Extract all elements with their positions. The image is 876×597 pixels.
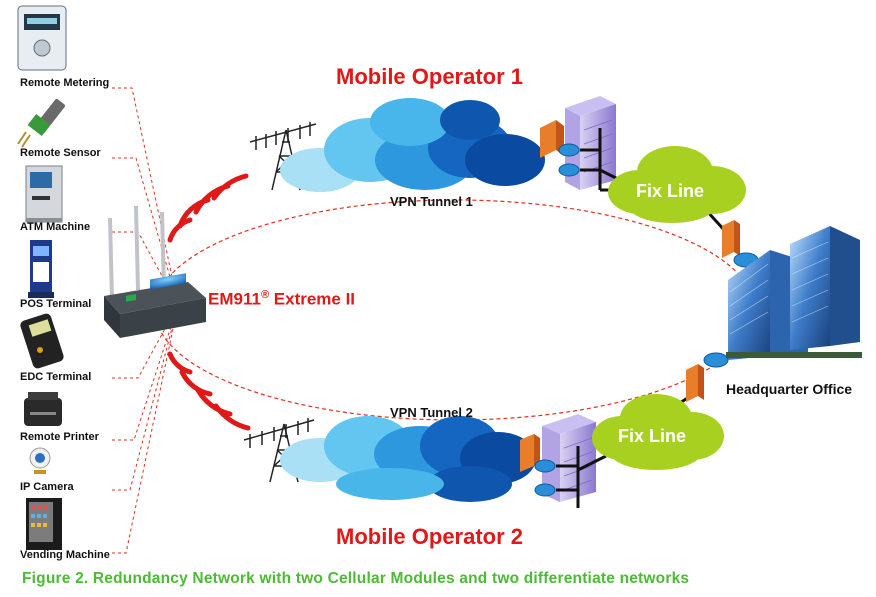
fixline-top-label: Fix Line (636, 181, 705, 201)
figure-caption: Figure 2. Redundancy Network with two Ce… (22, 570, 690, 587)
device-label-pos-terminal: POS Terminal (20, 298, 92, 310)
device-label-edc-terminal: EDC Terminal (20, 371, 92, 383)
router-model-suffix: Extreme II (269, 289, 356, 309)
fixline-bottom-label: Fix Line (618, 426, 687, 446)
headquarter-label: Headquarter Office (726, 381, 853, 397)
router-model-base: EM911 (208, 289, 261, 309)
ip-camera-icon (29, 447, 51, 474)
signal-arcs-bottom (167, 351, 251, 431)
fixline-cloud-bottom (592, 394, 724, 470)
pos-terminal-icon (28, 240, 54, 298)
router-switch-bottom-icon (534, 459, 556, 497)
firewall-hq-bottom-icon (686, 364, 704, 402)
vpn-tunnel-2-label: VPN Tunnel 2 (390, 405, 473, 420)
atm-icon (25, 165, 63, 223)
signal-arcs-top (167, 173, 249, 243)
device-label-remote-sensor: Remote Sensor (20, 147, 101, 159)
vpn-tunnel-ring (154, 199, 756, 421)
device-label-vending-machine: Vending Machine (20, 549, 110, 561)
vpn-tunnel-1-label: VPN Tunnel 1 (390, 194, 473, 209)
firewall-hq-top-icon (722, 220, 740, 258)
firewall-bottom-icon (520, 434, 540, 472)
sensor-icon (17, 98, 66, 148)
device-label-atm-machine: ATM Machine (20, 221, 91, 233)
edc-terminal-icon (20, 313, 64, 369)
device-label-remote-printer: Remote Printer (20, 431, 99, 443)
mobile-operator-1-cloud (280, 98, 545, 192)
router-switch-top-icon (558, 143, 580, 177)
fixline-cloud-top (608, 146, 746, 223)
printer-icon (24, 392, 62, 426)
device-label-ip-camera: IP Camera (20, 481, 74, 493)
mobile-operator-1-title: Mobile Operator 1 (336, 64, 524, 89)
device-label-remote-metering: Remote Metering (20, 77, 110, 89)
vending-machine-icon (26, 498, 62, 550)
registered-mark: ® (260, 289, 270, 301)
meter-icon (17, 5, 67, 71)
router-hq-bottom-icon (703, 352, 729, 368)
mobile-operator-2-cloud (280, 416, 536, 502)
mobile-operator-2-title: Mobile Operator 2 (336, 524, 524, 549)
headquarter-building-icon (726, 226, 862, 360)
router-name-label: EM911® Extreme II (208, 289, 355, 310)
router-device (104, 205, 206, 338)
